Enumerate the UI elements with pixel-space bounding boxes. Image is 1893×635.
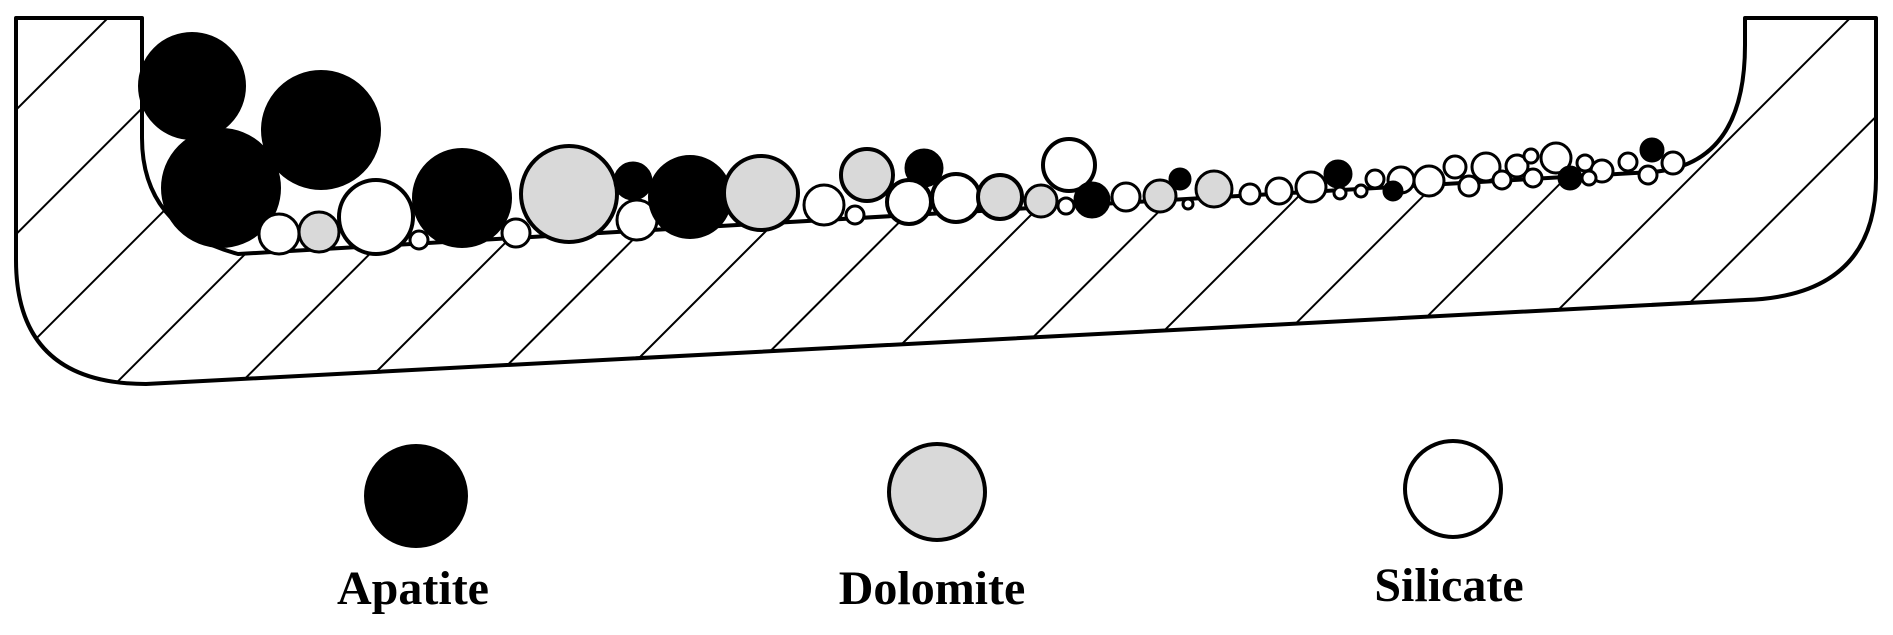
silicate-particle (1637, 164, 1659, 186)
dolomite-particle (297, 210, 341, 254)
silicate-particle (1491, 169, 1513, 191)
silicate-particle (844, 204, 866, 226)
apatite-particle (1382, 180, 1404, 202)
silicate-particle (1539, 141, 1573, 175)
silicate-particle (1041, 137, 1097, 193)
silicate-particle (1056, 196, 1076, 216)
apatite-particle (1323, 159, 1353, 189)
silicate-particle (1294, 170, 1328, 204)
silicate-particle (1110, 181, 1142, 213)
silicate-particle (1442, 154, 1468, 180)
apatite-particle (613, 161, 653, 201)
silicate-particle (1264, 176, 1294, 206)
apatite-particle (261, 70, 381, 190)
silicate-particle (1504, 153, 1530, 179)
silicate-particle (337, 178, 415, 256)
silicate-particle (1332, 185, 1348, 201)
apatite-particle (1073, 181, 1111, 219)
dolomite-particle (722, 154, 800, 232)
silicate-particle (1522, 167, 1544, 189)
silicate-particle (257, 212, 301, 256)
dolomite-particle (1142, 178, 1178, 214)
silicate-particle (1580, 169, 1598, 187)
apatite-particle (1168, 167, 1192, 191)
silicate-particle (1353, 183, 1369, 199)
silicate-particle (1617, 151, 1639, 173)
silicate-particle (1470, 151, 1502, 183)
silicate-legend-swatch (1403, 439, 1503, 539)
apatite-legend-label: Apatite (337, 562, 489, 615)
apatite-particle (1639, 137, 1665, 163)
apatite-particle (138, 32, 246, 140)
dolomite-particle (1023, 183, 1059, 219)
dolomite-particle (1194, 169, 1234, 209)
silicate-particle (1660, 150, 1686, 176)
silicate-particle (1412, 164, 1446, 198)
apatite-particle (1557, 165, 1583, 191)
dolomite-legend-label: Dolomite (839, 562, 1026, 615)
silicate-particle (802, 183, 846, 227)
silicate-particle (408, 229, 430, 251)
silicate-particle (1181, 197, 1195, 211)
apatite-particle (412, 148, 512, 248)
silicate-particle (1238, 182, 1262, 206)
silicate-legend-label: Silicate (1374, 559, 1523, 612)
silicate-particle (1457, 174, 1481, 198)
dolomite-legend-swatch (887, 442, 987, 542)
apatite-legend-swatch (364, 444, 468, 548)
particle-bed (138, 32, 1686, 256)
silicate-particle (1522, 147, 1540, 165)
silicate-particle (885, 178, 933, 226)
dolomite-particle (519, 144, 619, 244)
apatite-particle (648, 155, 732, 239)
dolomite-particle (839, 147, 895, 203)
silicate-particle (500, 217, 532, 249)
apatite-particle (161, 128, 281, 248)
legend: Apatite Dolomite Silicate (337, 439, 1524, 615)
silicate-particle (1364, 168, 1386, 190)
dolomite-particle (976, 173, 1024, 221)
silicate-particle (930, 172, 982, 224)
